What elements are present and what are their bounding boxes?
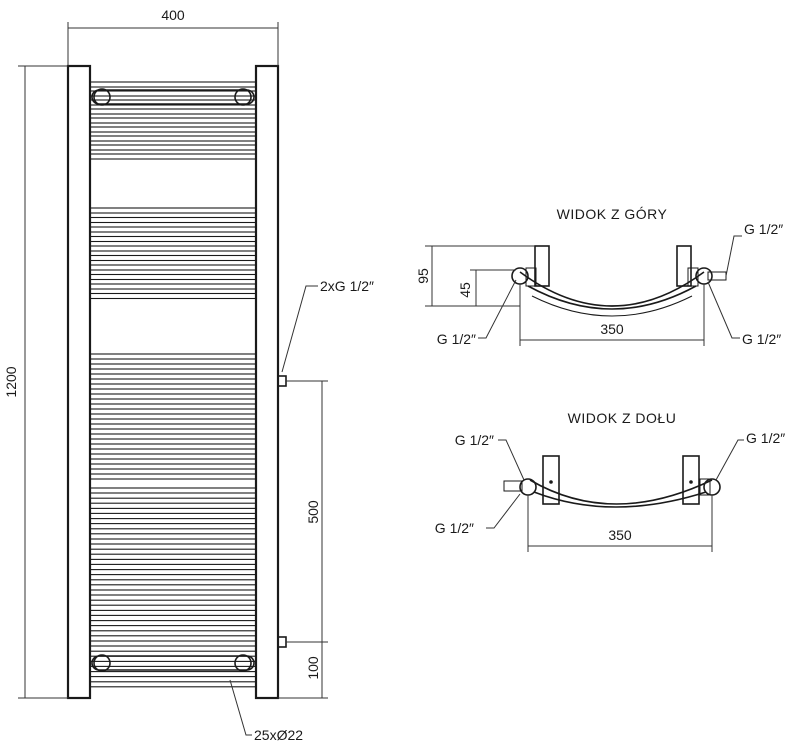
riser-left-bottom bbox=[542, 455, 560, 505]
rail-tube bbox=[89, 207, 257, 214]
towel-rails bbox=[89, 81, 257, 688]
rail-tube bbox=[89, 126, 257, 133]
bottom-spacing-dimension: 350 bbox=[527, 495, 713, 552]
rail-tube bbox=[89, 433, 257, 440]
width-dimension: 400 bbox=[67, 7, 279, 66]
rail-tube bbox=[89, 235, 257, 243]
bottom-view-title: WIDOK Z DOŁU bbox=[568, 410, 677, 426]
bottom-offset-dimension: 100 bbox=[278, 656, 328, 699]
spacing-dimension: 500 bbox=[286, 380, 328, 698]
rail-tube bbox=[89, 589, 257, 596]
bottom-connector-right bbox=[703, 478, 721, 496]
rail-tube bbox=[89, 569, 257, 576]
rail-tube bbox=[89, 497, 257, 504]
curved-tube-bottom bbox=[529, 479, 713, 505]
axis-label: 45 bbox=[457, 282, 473, 298]
rail-tube bbox=[89, 254, 257, 262]
rail-tube bbox=[89, 283, 257, 290]
rail-tube bbox=[89, 528, 257, 535]
rail-tube bbox=[89, 671, 257, 678]
bottom-spacing-label: 350 bbox=[608, 527, 632, 543]
top-spacing-label: 350 bbox=[600, 321, 624, 337]
top-left-connection: G 1/2″ bbox=[437, 331, 476, 347]
right-collector bbox=[254, 64, 280, 700]
rail-tube bbox=[89, 538, 257, 545]
rail-tube bbox=[89, 507, 257, 514]
rail-tube bbox=[89, 443, 257, 450]
rail-tube bbox=[89, 630, 257, 637]
rail-tube bbox=[89, 423, 257, 430]
depth-label: 95 bbox=[415, 268, 431, 284]
top-view: WIDOK Z GÓRY 95 45 bbox=[415, 206, 783, 347]
rail-tube bbox=[89, 226, 257, 233]
rail-tube bbox=[89, 620, 257, 627]
depth-dimension: 95 bbox=[415, 245, 535, 307]
rail-tube bbox=[89, 383, 257, 390]
bracket-knob bbox=[234, 654, 252, 672]
top-mounting-bracket bbox=[91, 88, 255, 106]
left-collector bbox=[66, 64, 92, 700]
rail-tube bbox=[89, 353, 257, 360]
riser-left bbox=[534, 245, 550, 287]
connection-stub-upper bbox=[277, 375, 287, 387]
rail-tube bbox=[89, 81, 257, 88]
rail-tube bbox=[89, 463, 257, 470]
rail-tube bbox=[89, 363, 257, 370]
width-label: 400 bbox=[161, 7, 185, 23]
bottom-left-bottom-connection: G 1/2″ bbox=[435, 520, 474, 536]
rail-tube bbox=[89, 473, 257, 480]
rail-tube bbox=[89, 264, 257, 271]
rail-tube bbox=[89, 579, 257, 586]
rail-tube bbox=[89, 108, 257, 115]
bottom-offset-label: 100 bbox=[305, 656, 321, 680]
rail-tube bbox=[89, 453, 257, 460]
top-right-top-connection: G 1/2″ bbox=[744, 221, 783, 237]
rail-tube bbox=[89, 609, 257, 616]
rail-tube bbox=[89, 548, 257, 555]
rail-tube bbox=[89, 599, 257, 606]
riser-right bbox=[676, 245, 692, 287]
spacing-label: 500 bbox=[305, 500, 321, 524]
riser-right-bottom bbox=[682, 455, 700, 505]
top-view-title: WIDOK Z GÓRY bbox=[557, 206, 668, 222]
front-view: 400 1200 2xG 1/2″ 500 100 2 bbox=[3, 7, 374, 743]
tubes-callout: 25xØ22 bbox=[229, 679, 303, 743]
rail-tube bbox=[89, 292, 257, 300]
rail-tube bbox=[89, 660, 257, 667]
bracket-knob bbox=[234, 88, 252, 106]
rail-tube bbox=[89, 487, 257, 494]
rail-tube bbox=[89, 216, 257, 224]
tubes-label: 25xØ22 bbox=[254, 727, 303, 743]
rail-tube bbox=[89, 558, 257, 565]
top-spacing-dimension: 350 bbox=[519, 284, 705, 346]
height-dimension: 1200 bbox=[3, 65, 68, 699]
bottom-right-connection: G 1/2″ bbox=[746, 430, 785, 446]
height-label: 1200 bbox=[3, 366, 19, 397]
rail-tube bbox=[89, 245, 257, 252]
rail-tube bbox=[89, 413, 257, 420]
bottom-view: WIDOK Z DOŁU 350 G 1/2″ G 1/2″ G 1/2″ bbox=[435, 410, 785, 552]
top-right-bottom-connection: G 1/2″ bbox=[742, 331, 781, 347]
rail-tube bbox=[89, 393, 257, 400]
rail-tube bbox=[89, 373, 257, 380]
rail-tube bbox=[89, 273, 257, 281]
connection-stub-lower bbox=[277, 636, 287, 648]
axis-dimension: 45 bbox=[457, 269, 516, 306]
rail-tube bbox=[89, 153, 257, 160]
rail-tube bbox=[89, 117, 257, 124]
bottom-mounting-bracket bbox=[91, 654, 255, 672]
rail-tube bbox=[89, 144, 257, 151]
connection-label: 2xG 1/2″ bbox=[320, 278, 374, 294]
rail-tube bbox=[89, 518, 257, 525]
rail-tube bbox=[89, 640, 257, 647]
connection-callout: 2xG 1/2″ bbox=[281, 278, 374, 373]
rail-tube bbox=[89, 403, 257, 410]
bracket-knob bbox=[93, 654, 111, 672]
rail-tube bbox=[89, 90, 257, 97]
bracket-knob bbox=[93, 88, 111, 106]
bottom-left-top-connection: G 1/2″ bbox=[455, 432, 494, 448]
rail-tube bbox=[89, 135, 257, 142]
